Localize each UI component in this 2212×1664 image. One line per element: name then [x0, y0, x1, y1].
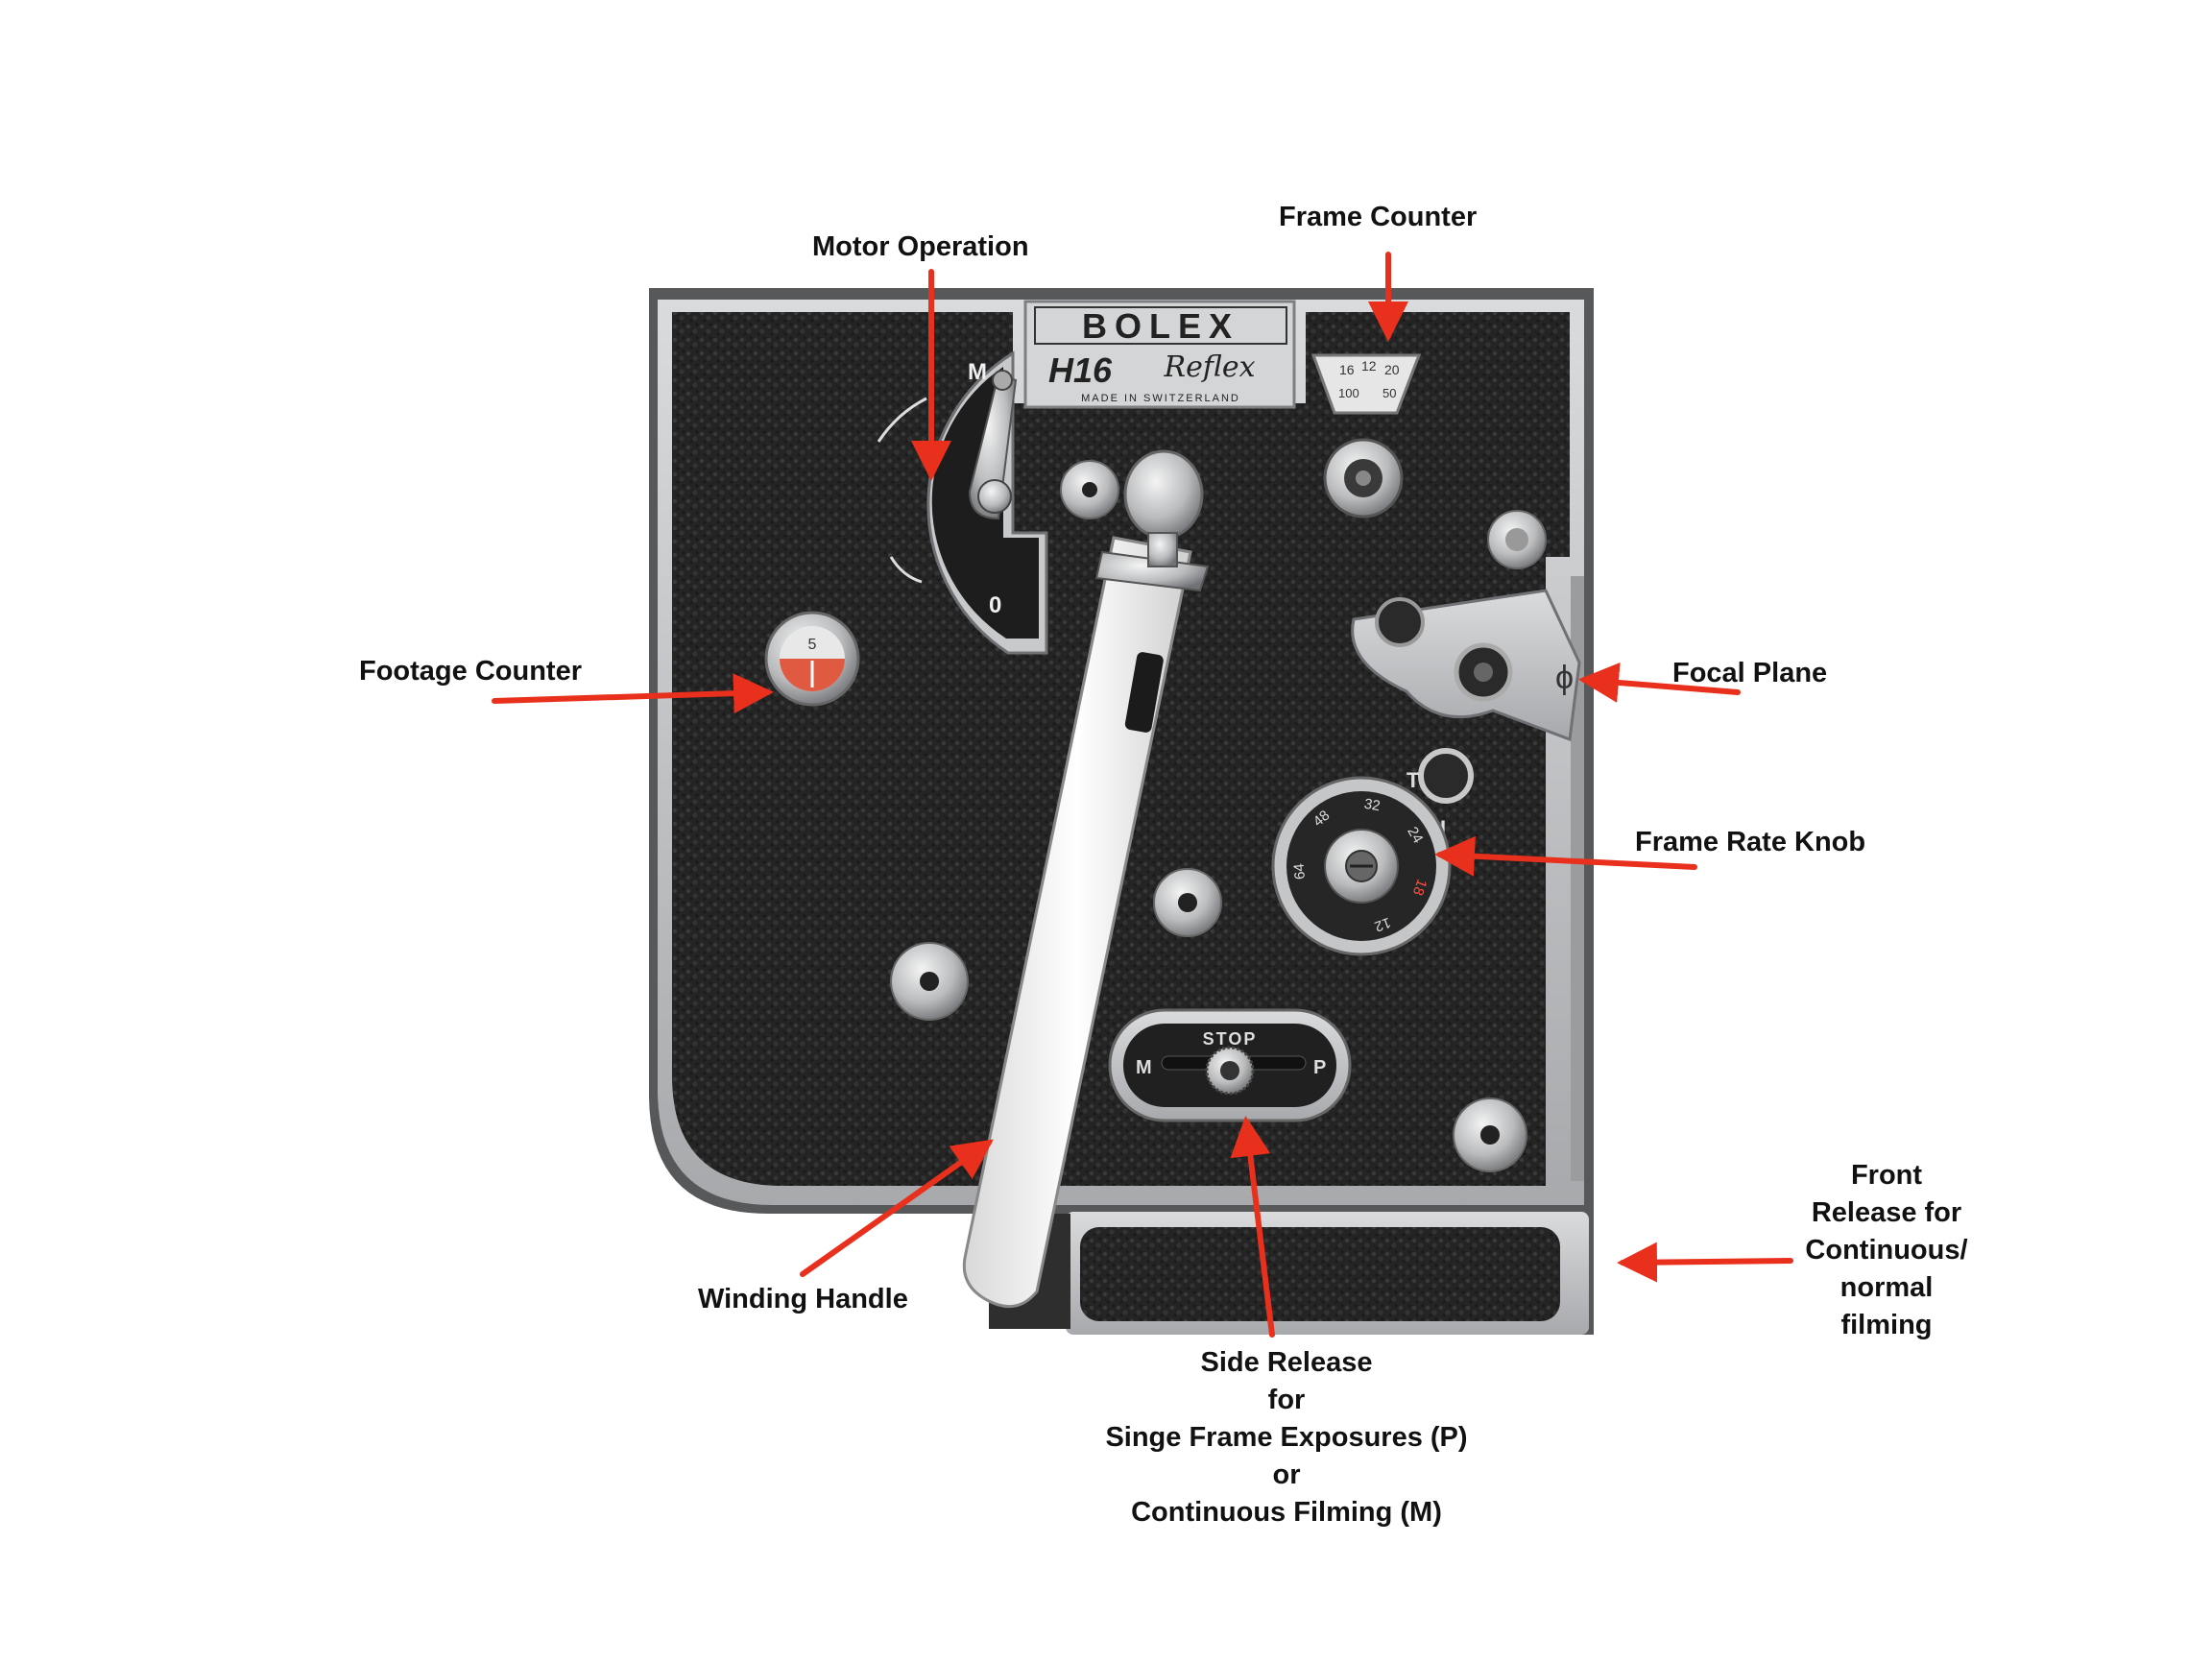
label-frame-counter: Frame Counter	[1279, 202, 1478, 232]
frame-rate-knob[interactable]: T I 12 18 24 32 48 64	[1271, 748, 1474, 956]
label-front-release-line: Release for	[1811, 1197, 1962, 1228]
fps-mark: 24	[1404, 824, 1426, 846]
focal-plane-symbol: ϕ	[1555, 660, 1574, 696]
motor-arrow-up-icon	[877, 397, 927, 443]
label-front-release-line: filming	[1840, 1310, 1933, 1340]
body-screws	[890, 460, 1547, 1172]
label-front-release: Front Release for Continuous/ normal fil…	[1776, 1157, 1997, 1344]
brand-text: BOLEX	[1082, 306, 1239, 346]
motor-mark-0: 0	[989, 592, 1001, 618]
fps-mark: 12	[1372, 914, 1392, 935]
label-side-release-line: for	[1267, 1385, 1306, 1415]
winding-handle[interactable]	[962, 449, 1210, 1309]
frame-counter-mark: 12	[1361, 358, 1377, 374]
ti-mark-i: I	[1440, 816, 1446, 840]
footage-mark: 5	[808, 637, 817, 653]
annotation-arrows	[492, 252, 1793, 1338]
label-winding-handle: Winding Handle	[698, 1284, 908, 1314]
label-side-release: Side Release for Singe Frame Exposures (…	[1056, 1344, 1517, 1531]
label-side-release-line: Continuous Filming (M)	[1131, 1497, 1442, 1528]
arrow-focal-plane	[1578, 662, 1741, 703]
arrow-winding-handle	[800, 1139, 994, 1277]
label-front-release-line: normal	[1839, 1272, 1934, 1303]
footage-counter: 5	[764, 611, 860, 707]
frame-counter-mark: 20	[1384, 362, 1400, 377]
arrow-side-release	[1230, 1116, 1275, 1338]
label-footage-counter: Footage Counter	[359, 656, 582, 687]
arrow-front-release	[1617, 1242, 1793, 1283]
label-motor-operation: Motor Operation	[812, 231, 1029, 262]
label-side-release-line: Side Release	[1200, 1347, 1373, 1378]
motor-lever[interactable]	[968, 373, 1018, 520]
motor-arrow-down-icon	[889, 556, 923, 584]
motor-operation-dial: M 0	[877, 350, 1048, 655]
frame-counter-mark: 100	[1338, 386, 1359, 400]
fps-mark: 18	[1409, 877, 1431, 897]
label-focal-plane: Focal Plane	[1672, 658, 1828, 688]
brand-nameplate: BOLEX H16 Reflex MADE IN SWITZERLAND	[1023, 300, 1296, 409]
label-front-release-line: Front	[1850, 1160, 1923, 1191]
frame-counter-mark: 50	[1382, 386, 1396, 400]
switch-stop-label: STOP	[1203, 1029, 1258, 1049]
arrow-frame-rate-knob	[1434, 835, 1697, 877]
frame-counter-mark: 16	[1339, 362, 1355, 377]
model-text: H16	[1048, 350, 1113, 390]
fps-mark: 32	[1363, 796, 1382, 815]
variant-text: Reflex	[1163, 350, 1255, 384]
side-release-switch[interactable]: STOP M P	[1108, 1008, 1352, 1122]
fps-mark: 64	[1291, 863, 1309, 880]
switch-p-label: P	[1313, 1057, 1326, 1078]
ti-mark-t: T	[1407, 768, 1420, 792]
label-front-release-line: Continuous/	[1805, 1235, 1968, 1266]
motor-mark-m: M	[968, 359, 987, 385]
label-side-release-line: or	[1272, 1459, 1301, 1490]
frame-counter-dial: 16 12 20 100 50	[1310, 353, 1422, 518]
winding-knob[interactable]	[1123, 449, 1204, 540]
origin-text: MADE IN SWITZERLAND	[1081, 393, 1240, 404]
focal-plane-plate: ϕ	[1351, 589, 1581, 742]
label-side-release-line: Singe Frame Exposures (P)	[1105, 1422, 1468, 1453]
label-frame-rate-knob: Frame Rate Knob	[1635, 827, 1866, 857]
arrow-footage-counter	[492, 673, 774, 714]
switch-m-label: M	[1136, 1057, 1152, 1078]
